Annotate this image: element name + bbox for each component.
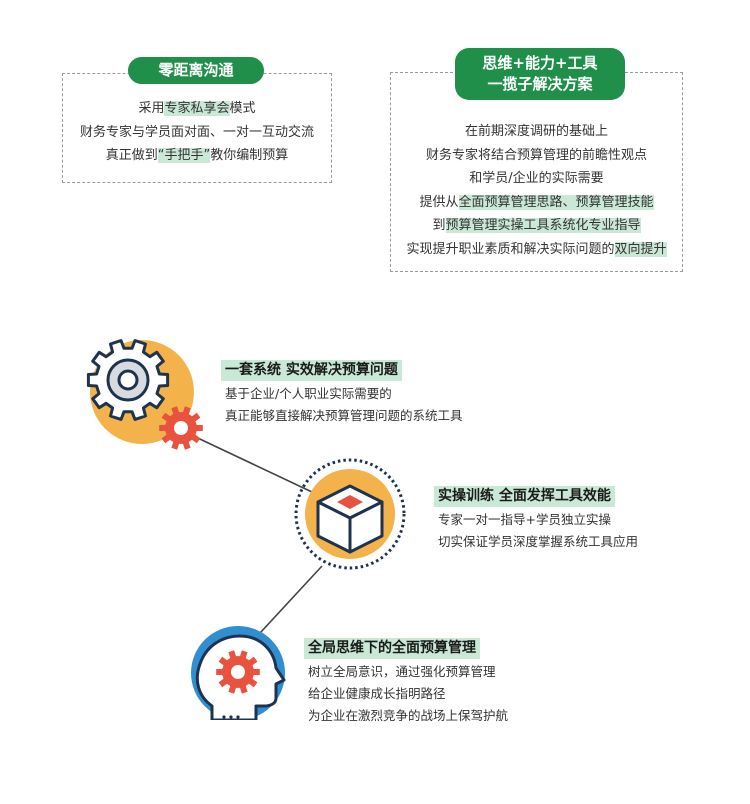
feature-system-line-1: 基于企业/个人职业实际需要的 — [225, 386, 392, 401]
feature-practice-line-1: 专家一对一指导+学员独立实操 — [438, 512, 611, 527]
box2-line-2: 财务专家将结合预算管理的前瞻性观点 — [391, 144, 682, 168]
feature-system: 一套系统 实效解决预算问题 基于企业/个人职业实际需要的 真正能够直接解决预算管… — [221, 359, 463, 427]
line-text: 到 — [432, 218, 446, 233]
box2-lines: 在前期深度调研的基础上财务专家将结合预算管理的前瞻性观点和学员/企业的实际需要提… — [391, 120, 682, 261]
line-text: 提供从 — [419, 194, 459, 210]
box1-line-3: 真正做到“手把手”教你编制预算 — [63, 144, 331, 168]
feature-global-line-1: 树立全局意识，通过强化预算管理 — [308, 664, 496, 679]
box2-line-5: 到预算管理实操工具系统化专业指导 — [391, 214, 682, 238]
feature-practice: 实操训练 全面发挥工具效能 专家一对一指导+学员独立实操 切实保证学员深度掌握系… — [434, 485, 638, 553]
box1-title-badge: 零距离沟通 — [128, 57, 264, 84]
line-text: 教你编制预算 — [210, 148, 289, 163]
box1-line-1: 采用专家私享会模式 — [63, 97, 331, 121]
box1-title: 零距离沟通 — [158, 61, 234, 79]
feature-system-line-2: 真正能够直接解决预算管理问题的系统工具 — [225, 408, 463, 423]
feature-practice-line-2: 切实保证学员深度掌握系统工具应用 — [438, 534, 639, 549]
line-text: 采用 — [138, 101, 165, 116]
feature-global-thinking: 全局思维下的全面预算管理 树立全局意识，通过强化预算管理 给企业健康成长指明路径… — [304, 637, 508, 727]
line-text: 和学员/企业的实际需要 — [469, 171, 604, 186]
highlighted-text: 双向提升 — [614, 241, 667, 257]
feature-box-zero-distance: 采用专家私享会模式财务专家与学员面对面、一对一互动交流真正做到“手把手”教你编制… — [62, 73, 332, 183]
highlighted-text: 专家私享会 — [164, 101, 230, 116]
gears-icon — [86, 339, 203, 450]
line-text: 真正做到 — [105, 148, 158, 163]
box1-line-2: 财务专家与学员面对面、一对一互动交流 — [63, 121, 331, 145]
feature-global-line-3: 为企业在激烈竞争的战场上保驾护航 — [308, 708, 509, 723]
box2-title-badge: 思维+能力+工具 一揽子解决方案 — [455, 48, 625, 100]
box2-line-3: 和学员/企业的实际需要 — [391, 167, 682, 191]
connector-line-1 — [184, 431, 313, 493]
feature-practice-title: 实操训练 全面发挥工具效能 — [434, 486, 615, 507]
box2-line-1: 在前期深度调研的基础上 — [391, 120, 682, 144]
box2-title-line2: 一揽子解决方案 — [487, 75, 593, 93]
head-gear-icon — [191, 626, 286, 726]
feature-system-title: 一套系统 实效解决预算问题 — [221, 360, 402, 381]
line-text: 实现提升职业素质和解决实际问题的 — [406, 241, 615, 257]
box1-lines: 采用专家私享会模式财务专家与学员面对面、一对一互动交流真正做到“手把手”教你编制… — [63, 97, 331, 168]
box2-title-line1: 思维+能力+工具 — [482, 54, 598, 72]
feature-box-solution: 在前期深度调研的基础上财务专家将结合预算管理的前瞻性观点和学员/企业的实际需要提… — [390, 72, 683, 272]
line-text: 模式 — [229, 101, 256, 116]
cube-icon — [294, 458, 406, 570]
box2-line-6: 实现提升职业素质和解决实际问题的双向提升 — [391, 238, 682, 262]
highlighted-text: 全面预算管理思路、预算管理技能 — [458, 194, 654, 210]
box2-line-4: 提供从全面预算管理思路、预算管理技能 — [391, 191, 682, 215]
feature-global-line-2: 给企业健康成长指明路径 — [308, 686, 446, 701]
line-text: 在前期深度调研的基础上 — [464, 124, 608, 139]
highlighted-text: 预算管理实操工具系统化专业指导 — [445, 218, 641, 233]
highlighted-text: “手把手” — [157, 148, 211, 163]
line-text: 财务专家与学员面对面、一对一互动交流 — [79, 124, 314, 140]
feature-global-title: 全局思维下的全面预算管理 — [304, 638, 480, 659]
line-text: 财务专家将结合预算管理的前瞻性观点 — [425, 147, 647, 163]
